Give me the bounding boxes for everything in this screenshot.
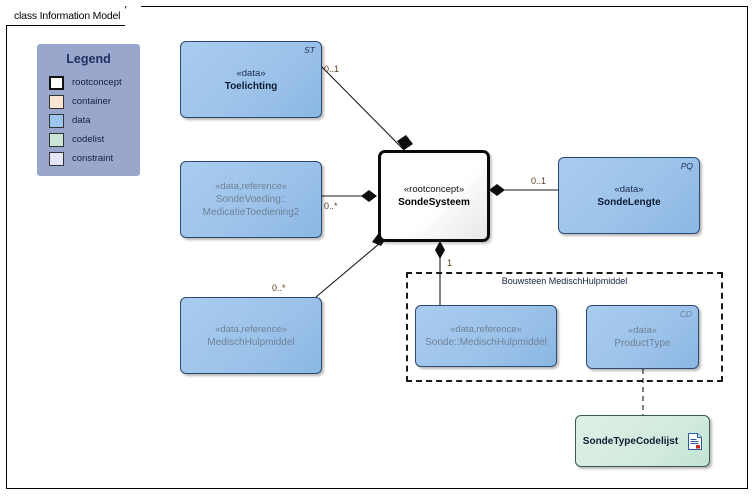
legend-swatch-constraint (49, 151, 64, 166)
class-name-sondelengte: SondeLengte (597, 196, 661, 208)
multiplicity-medischhulp: 0..* (272, 283, 286, 293)
class-sonde-medischhulpmiddel[interactable]: «data,reference» Sonde::MedischHulpmidde… (415, 305, 557, 367)
legend-label-data: data (72, 115, 91, 126)
legend-list: rootconcept container data codelist cons… (37, 73, 140, 168)
title-tab-slash (125, 6, 141, 26)
class-name-sonde-medisch: Sonde::MedischHulpmiddel (425, 337, 547, 348)
class-producttype[interactable]: CD «data» ProductType (586, 305, 699, 369)
document-icon (688, 432, 703, 450)
legend-swatch-data (49, 113, 64, 128)
class-stereotype-medischhulp: «data,reference» (215, 323, 287, 335)
legend-item-data: data (49, 111, 140, 130)
legend-label-rootconcept: rootconcept (72, 77, 122, 88)
legend-title: Legend (66, 52, 111, 66)
class-name-medischhulp: MedischHulpmiddel (207, 336, 295, 348)
legend-item-container: container (49, 92, 140, 111)
multiplicity-toelichting: 0..1 (324, 64, 340, 74)
legend-panel: Legend rootconcept container data codeli… (37, 44, 140, 176)
legend-item-rootconcept: rootconcept (49, 73, 140, 92)
diagram-title-label: class Information Model (14, 9, 121, 22)
legend-label-codelist: codelist (72, 134, 105, 145)
class-medischhulpmiddel[interactable]: «data,reference» MedischHulpmiddel (180, 297, 322, 374)
legend-label-constraint: constraint (72, 153, 114, 164)
class-name-producttype: ProductType (614, 338, 671, 349)
class-name-sondetypecodelijst: SondeTypeCodelijst (582, 435, 679, 447)
class-stereotype-sondesysteem: «rootconcept» (403, 184, 465, 195)
multiplicity-medicatie: 0..* (324, 201, 338, 211)
class-name-medicatie-line1: SondeVoeding:: (215, 194, 287, 205)
class-name-medicatie-line2: MedicatieToediening2 (202, 207, 300, 218)
class-sondevoeding-medicatietoediening2[interactable]: «data,reference» SondeVoeding:: Medicati… (180, 161, 322, 238)
class-corner-marker-toelichting: ST (304, 45, 315, 55)
class-stereotype-producttype: «data» (627, 325, 658, 336)
class-sondelengte[interactable]: PQ «data» SondeLengte (558, 157, 700, 234)
legend-label-container: container (72, 96, 112, 107)
multiplicity-sondemedisch: 1 (447, 258, 453, 268)
class-sondetypecodelijst[interactable]: SondeTypeCodelijst (575, 415, 710, 467)
diagram-title-tab: class Information Model (6, 6, 142, 26)
class-name-toelichting: Toelichting (224, 80, 278, 92)
class-corner-marker-producttype: CD (679, 309, 692, 319)
legend-swatch-codelist (49, 132, 64, 147)
class-stereotype-toelichting: «data» (236, 67, 266, 79)
class-corner-marker-sondelengte: PQ (680, 161, 693, 171)
class-stereotype-medicatie: «data,reference» (215, 181, 287, 192)
class-name-sondesysteem: SondeSysteem (398, 197, 470, 208)
legend-swatch-rootconcept (49, 75, 64, 90)
class-sondesysteem[interactable]: «rootconcept» SondeSysteem (378, 150, 490, 242)
legend-item-constraint: constraint (49, 149, 140, 168)
multiplicity-sondelengte: 0..1 (531, 176, 547, 186)
group-bouwsteen-medischhulpmiddel[interactable] (406, 272, 723, 382)
class-stereotype-sondelengte: «data» (614, 183, 644, 195)
class-stereotype-sonde-medisch: «data,reference» (450, 324, 522, 335)
legend-item-codelist: codelist (49, 130, 140, 149)
group-label: Bouwsteen MedischHulpmiddel (501, 276, 628, 286)
legend-swatch-container (49, 94, 64, 109)
class-toelichting[interactable]: ST «data» Toelichting (180, 41, 322, 118)
